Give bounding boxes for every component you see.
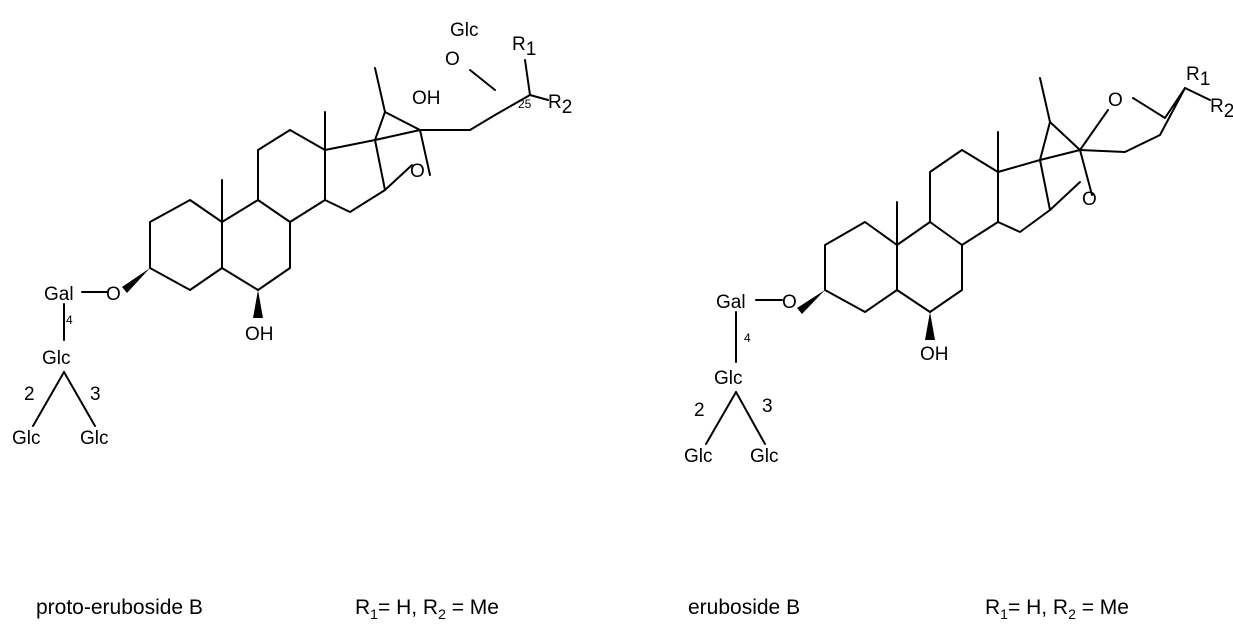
r-c20-c22 bbox=[1049, 121, 1081, 151]
right-compound-name: eruboside B bbox=[688, 596, 801, 619]
left-r-definition: R1= H, R2 = Me bbox=[355, 596, 499, 623]
left-o-ring-label: O bbox=[410, 161, 425, 182]
ring-e-bond-o bbox=[384, 164, 413, 191]
methyl-c20 bbox=[374, 67, 386, 113]
left-o-side-label: O bbox=[445, 49, 460, 70]
left-gal-label: Gal bbox=[44, 284, 74, 305]
right-glc-a-label: Glc bbox=[684, 446, 713, 467]
glc-glc2-bond bbox=[32, 371, 65, 427]
right-link4-label: 4 bbox=[744, 331, 751, 345]
eruboside-structure: O O O OH Gal Glc Glc Glc 4 2 3 R1 R2 bbox=[684, 64, 1233, 467]
r-ring-b-bonds bbox=[896, 221, 963, 313]
r-ring-c-bonds bbox=[929, 149, 999, 246]
right-r1-label: R1 bbox=[1186, 64, 1210, 90]
r-ring-d-bonds bbox=[997, 159, 1051, 233]
r-ring-f-bonds bbox=[1079, 87, 1186, 153]
right-glc-b-label: Glc bbox=[750, 446, 779, 467]
right-glc-mid-label: Glc bbox=[714, 368, 743, 389]
ring-c-bonds bbox=[257, 129, 326, 223]
r-ring-a-bonds bbox=[824, 221, 898, 313]
right-gal-label: Gal bbox=[716, 292, 746, 313]
left-glc-top-label: Glc bbox=[450, 20, 479, 41]
r-c16-c20 bbox=[1039, 121, 1051, 161]
left-r2-label: R2 bbox=[548, 92, 572, 118]
r-c3-wedge bbox=[797, 290, 825, 314]
r-glc-glc2-bond bbox=[705, 391, 737, 445]
left-c25-label: 25 bbox=[518, 97, 532, 111]
r-r2-bond bbox=[1184, 87, 1211, 101]
right-link3-label: 3 bbox=[762, 396, 773, 417]
left-glc-mid-label: Glc bbox=[42, 348, 71, 369]
left-link4-label: 4 bbox=[66, 313, 73, 327]
left-link3-label: 3 bbox=[90, 384, 101, 405]
right-o3-label: O bbox=[782, 292, 797, 313]
c6-wedge bbox=[253, 290, 263, 318]
right-r-definition: R1= H, R2 = Me bbox=[985, 596, 1129, 623]
c3-wedge bbox=[122, 268, 150, 293]
glc-glc3-bond bbox=[63, 371, 96, 427]
r-ring-e-bond-o bbox=[1049, 181, 1081, 211]
ring-d-bonds bbox=[324, 139, 386, 213]
right-oh6-label: OH bbox=[920, 344, 949, 365]
proto-eruboside-structure: Glc O OH O O OH Gal Glc Glc Glc 4 2 3 R1… bbox=[12, 20, 572, 449]
left-r1-label: R1 bbox=[512, 34, 536, 60]
left-oh22-label: OH bbox=[412, 88, 441, 109]
right-o-ring2-label: O bbox=[1082, 189, 1097, 210]
left-link2-label: 2 bbox=[24, 384, 35, 405]
side-chain-bonds bbox=[419, 59, 531, 131]
left-oh6-label: OH bbox=[245, 324, 274, 345]
right-o-ring1-label: O bbox=[1108, 90, 1123, 111]
right-link2-label: 2 bbox=[694, 400, 705, 421]
c25-r2-bond bbox=[529, 94, 549, 101]
ring-a-bonds bbox=[149, 199, 223, 291]
side-chain-glc-link bbox=[469, 69, 496, 91]
left-glc-b-label: Glc bbox=[80, 428, 109, 449]
r-methyl-c20 bbox=[1039, 77, 1051, 123]
c20-c22 bbox=[384, 111, 421, 131]
ring-b-bonds bbox=[221, 199, 291, 291]
r-c6-wedge bbox=[925, 312, 935, 340]
r-glc-glc3-bond bbox=[735, 391, 766, 445]
left-o3-label: O bbox=[106, 284, 121, 305]
left-compound-name: proto-eruboside B bbox=[36, 596, 203, 619]
right-r2-label: R2 bbox=[1210, 96, 1233, 122]
left-glc-a-label: Glc bbox=[12, 428, 41, 449]
c16-c20 bbox=[374, 111, 386, 141]
